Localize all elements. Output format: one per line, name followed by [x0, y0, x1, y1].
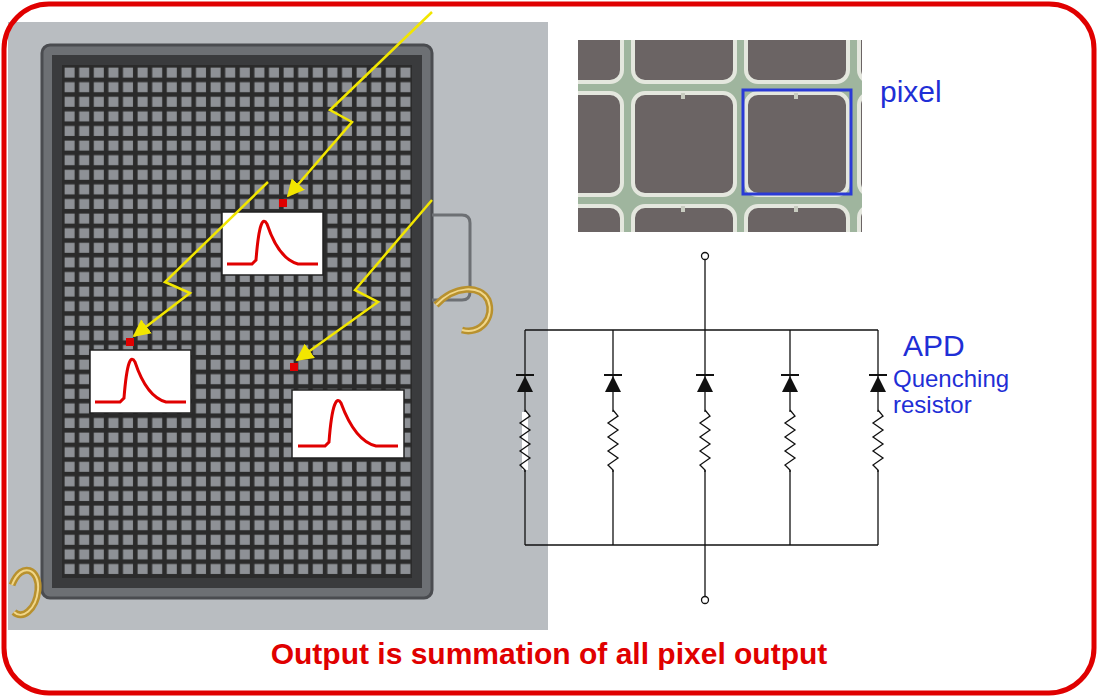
- hit-dot: [126, 338, 134, 346]
- detector-photo: [8, 22, 548, 630]
- diode-symbol: [782, 376, 798, 392]
- frame-border: [4, 4, 1094, 693]
- caption: Output is summation of all pixel output: [49, 636, 1049, 672]
- pulse-box: [222, 212, 323, 275]
- apd-branch: [781, 330, 799, 545]
- photon-arrow: [288, 12, 432, 196]
- diode-bar: [869, 374, 887, 376]
- resistor-symbol: [873, 410, 883, 472]
- apd-branches: [516, 330, 887, 545]
- pixel-highlight: [743, 90, 851, 194]
- pulse-box: [292, 390, 404, 458]
- pixel-micrograph: [578, 40, 862, 232]
- diode-bar: [516, 374, 534, 376]
- hit-dot: [290, 363, 298, 371]
- apd-branch: [516, 330, 534, 545]
- diode-symbol: [605, 376, 621, 392]
- part-label: pixel: [880, 76, 980, 108]
- resistor-symbol: [700, 410, 710, 472]
- diode-symbol: [697, 376, 713, 392]
- diode-bar: [781, 374, 799, 376]
- resistor-symbol: [608, 410, 618, 472]
- circuit-wires: [525, 253, 878, 604]
- apd-branch: [869, 330, 887, 545]
- apd-branch: [696, 330, 714, 545]
- resistor-symbol: [785, 410, 795, 472]
- diode-symbol: [517, 376, 533, 392]
- diode-bar: [604, 374, 622, 376]
- hit-dot: [279, 199, 287, 207]
- pulse-box: [90, 350, 191, 413]
- resistor-symbol: [520, 410, 530, 472]
- diode-symbol: [870, 376, 886, 392]
- diode-bar: [696, 374, 714, 376]
- photon-arrow: [134, 182, 268, 336]
- component-label: Quenching resistor: [893, 366, 1025, 418]
- component-label: APD: [903, 330, 993, 362]
- apd-branch: [604, 330, 622, 545]
- photon-arrow: [297, 200, 432, 360]
